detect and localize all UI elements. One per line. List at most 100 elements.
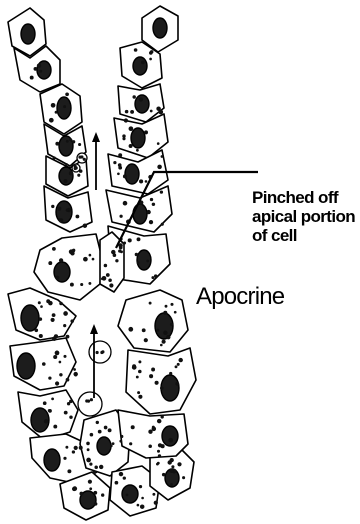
granule: [108, 428, 112, 432]
granule: [163, 311, 167, 315]
granule: [89, 487, 92, 490]
granule: [55, 381, 59, 385]
nucleus: [97, 437, 111, 455]
granule: [158, 443, 162, 447]
granule: [69, 415, 72, 418]
granule: [86, 458, 91, 463]
granule: [138, 360, 141, 363]
granule: [175, 365, 178, 368]
granule: [134, 48, 138, 52]
granule: [52, 313, 56, 317]
granule: [35, 329, 39, 333]
granule: [52, 336, 57, 341]
nucleus: [125, 164, 139, 184]
granule: [90, 433, 94, 437]
granule: [171, 465, 174, 468]
granule: [59, 218, 63, 222]
granule: [65, 446, 68, 449]
granule: [161, 155, 164, 158]
granule: [149, 302, 152, 305]
granule: [67, 469, 71, 473]
granule: [119, 472, 123, 476]
granule: [51, 398, 54, 401]
granule: [162, 340, 166, 344]
callout-line-1: Pinched off: [252, 188, 360, 207]
granule: [135, 253, 138, 256]
granule: [136, 149, 139, 152]
granule: [79, 446, 83, 450]
granule: [145, 180, 148, 183]
granule: [63, 311, 68, 316]
granule: [51, 103, 56, 108]
granule: [175, 382, 179, 386]
granule: [109, 283, 113, 287]
granule: [141, 497, 144, 500]
granule: [123, 174, 127, 178]
granule: [157, 450, 160, 453]
granule: [69, 400, 73, 404]
granule: [122, 137, 125, 140]
granule: [139, 179, 143, 183]
granule: [178, 358, 182, 362]
granule: [83, 257, 88, 262]
granule: [49, 118, 54, 123]
granule: [119, 215, 122, 218]
epithelial-cell: [126, 348, 196, 414]
granule: [46, 299, 50, 303]
granule: [63, 324, 66, 327]
granule: [174, 311, 177, 314]
granule: [128, 327, 133, 332]
granule: [182, 476, 185, 479]
granule: [149, 58, 152, 61]
granule: [53, 425, 57, 429]
granule: [72, 140, 75, 143]
secretion-bleb: [78, 392, 102, 416]
granule: [157, 462, 160, 465]
granule: [59, 258, 63, 262]
granule: [94, 466, 98, 470]
granule: [149, 220, 153, 224]
granule: [157, 419, 161, 423]
granule: [70, 319, 74, 323]
granule: [53, 355, 57, 359]
granule: [165, 305, 168, 308]
granule: [162, 473, 166, 477]
granule: [150, 50, 153, 53]
granule: [66, 335, 70, 339]
granule: [42, 362, 46, 366]
granule: [89, 254, 92, 257]
granule: [39, 70, 42, 73]
granule: [152, 203, 155, 206]
callout-label: Pinched off apical portion of cell: [252, 188, 360, 245]
granule: [69, 138, 72, 141]
nucleus: [155, 313, 173, 339]
granule: [170, 303, 173, 306]
granule: [72, 450, 75, 453]
granule: [92, 258, 95, 261]
granule: [129, 126, 134, 131]
nucleus: [153, 18, 167, 38]
granule: [59, 361, 62, 364]
granule: [74, 446, 78, 450]
epithelial-cell: [118, 290, 188, 352]
nucleus: [137, 250, 151, 270]
granule: [98, 430, 102, 434]
gland-type-label: Apocrine: [196, 283, 284, 311]
granule: [55, 276, 59, 280]
granule: [101, 493, 104, 496]
granule: [169, 372, 172, 375]
granule: [157, 165, 162, 170]
granule: [93, 491, 97, 495]
callout-line-3: of cell: [252, 226, 360, 245]
granule: [123, 476, 126, 479]
nucleus: [17, 353, 35, 379]
granule: [146, 260, 149, 263]
granule: [150, 198, 153, 201]
granule: [52, 247, 56, 251]
granule: [72, 249, 75, 252]
nucleus: [21, 24, 35, 44]
granule: [57, 207, 61, 211]
granule: [69, 171, 73, 175]
granule: [157, 142, 160, 145]
nucleus: [21, 305, 39, 331]
